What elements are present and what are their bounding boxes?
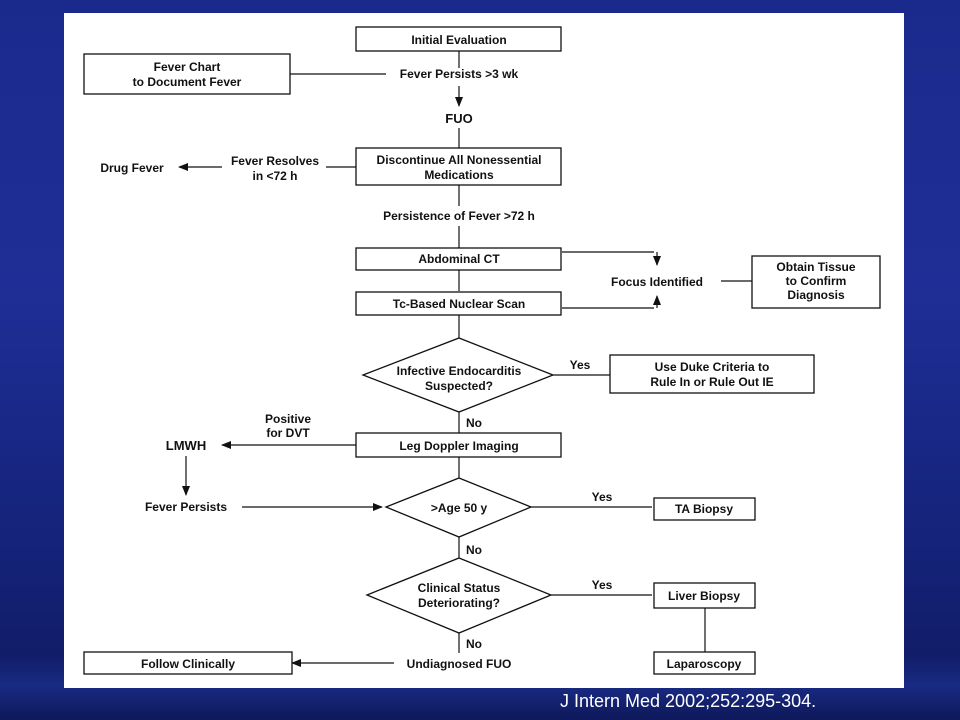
abdominal-ct-box xyxy=(355,247,562,271)
discontinue-meds-label-2: Medications xyxy=(424,168,494,182)
yes-ie-label: Yes xyxy=(570,358,591,372)
obtain-tissue-label-3: Diagnosis xyxy=(787,288,845,302)
liver-biopsy-label: Liver Biopsy xyxy=(668,589,740,603)
leg-doppler-box xyxy=(355,432,562,458)
ie-decision-diamond xyxy=(361,337,555,413)
no-ie-label: No xyxy=(466,416,482,430)
nuclear-scan-box xyxy=(355,291,562,316)
age-decision-diamond xyxy=(384,477,533,538)
initial-evaluation-label: Initial Evaluation xyxy=(411,33,506,47)
ta-biopsy-box xyxy=(653,497,756,521)
no-clinical-label: No xyxy=(466,637,482,651)
discontinue-meds-label-1: Discontinue All Nonessential xyxy=(377,153,542,167)
age-50-label: >Age 50 y xyxy=(431,501,488,515)
yes-clinical-label: Yes xyxy=(592,578,613,592)
no-age-label: No xyxy=(466,543,482,557)
ie-question-label-1: Infective Endocarditis xyxy=(397,364,522,378)
fever-chart-label-2: to Document Fever xyxy=(133,75,242,89)
liver-biopsy-box xyxy=(653,582,756,609)
clinical-decision-diamond xyxy=(365,557,553,634)
leg-doppler-label: Leg Doppler Imaging xyxy=(399,439,518,453)
duke-criteria-label-1: Use Duke Criteria to xyxy=(655,360,770,374)
obtain-tissue-label-1: Obtain Tissue xyxy=(776,260,855,274)
follow-clinically-box xyxy=(83,651,293,675)
connectors xyxy=(178,51,752,667)
follow-clinically-label: Follow Clinically xyxy=(141,657,235,671)
fever-chart-label-1: Fever Chart xyxy=(154,60,221,74)
lmwh-label: LMWH xyxy=(166,438,206,453)
fuo-label: FUO xyxy=(445,111,472,126)
nuclear-scan-label: Tc-Based Nuclear Scan xyxy=(393,297,526,311)
fever-persists-3wk-label: Fever Persists >3 wk xyxy=(400,67,519,81)
abdominal-ct-label: Abdominal CT xyxy=(418,252,500,266)
obtain-tissue-label-2: to Confirm xyxy=(786,274,847,288)
obtain-tissue-box xyxy=(751,255,881,309)
citation: J Intern Med 2002;252:295-304. xyxy=(560,691,817,711)
positive-dvt-label-1: Positive xyxy=(265,412,311,426)
initial-evaluation-box xyxy=(355,26,562,52)
fever-resolves-label-1: Fever Resolves xyxy=(231,154,319,168)
laparoscopy-label: Laparoscopy xyxy=(667,657,742,671)
clinical-status-label-1: Clinical Status xyxy=(418,581,501,595)
drug-fever-label: Drug Fever xyxy=(100,161,164,175)
clinical-status-label-2: Deteriorating? xyxy=(418,596,500,610)
fever-resolves-label-2: in <72 h xyxy=(252,169,297,183)
fuo-flowchart: Initial Evaluation Fever Chart to Docume… xyxy=(83,26,881,675)
node-boxes xyxy=(83,26,881,675)
fever-persists-label: Fever Persists xyxy=(145,500,227,514)
positive-dvt-label-2: for DVT xyxy=(266,426,310,440)
flowchart-slide: Initial Evaluation Fever Chart to Docume… xyxy=(64,13,904,688)
discontinue-meds-box xyxy=(355,147,562,186)
yes-age-label: Yes xyxy=(592,490,613,504)
laparoscopy-box xyxy=(653,651,756,675)
duke-criteria-box xyxy=(609,354,815,394)
fever-chart-box xyxy=(83,53,291,95)
ta-biopsy-label: TA Biopsy xyxy=(675,502,733,516)
undiagnosed-fuo-label: Undiagnosed FUO xyxy=(407,657,512,671)
focus-identified-label: Focus Identified xyxy=(611,275,703,289)
ie-question-label-2: Suspected? xyxy=(425,379,493,393)
duke-criteria-label-2: Rule In or Rule Out IE xyxy=(650,375,773,389)
persistence-72h-label: Persistence of Fever >72 h xyxy=(383,209,535,223)
